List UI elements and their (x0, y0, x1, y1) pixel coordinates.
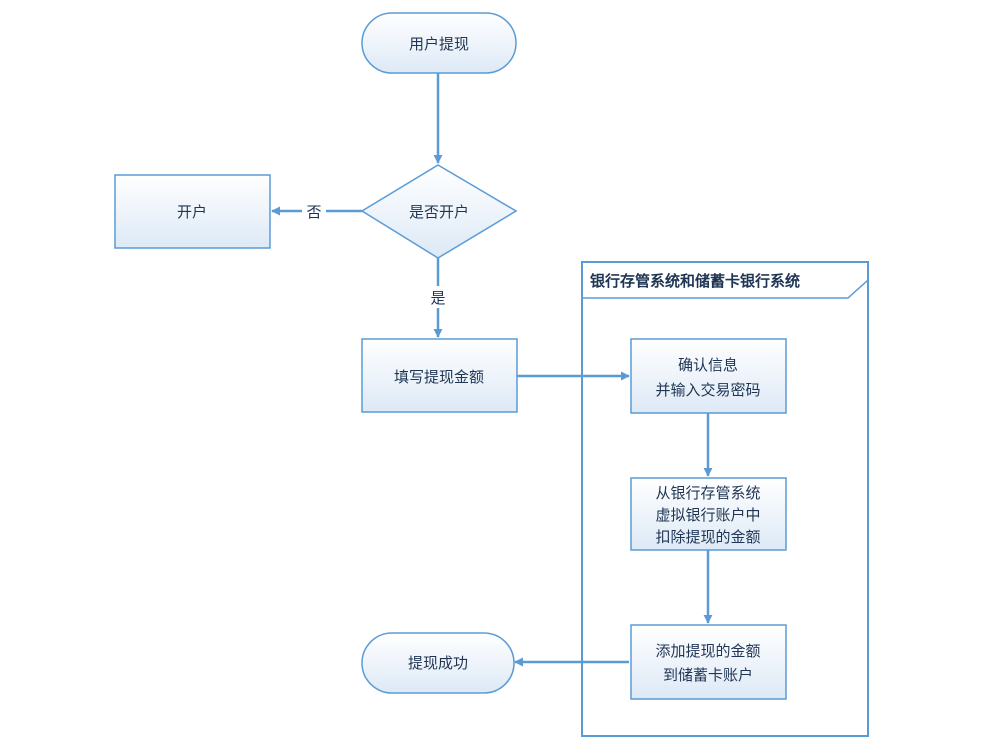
system-frame: 银行存管系统和储蓄卡银行系统 (581, 261, 869, 737)
edge-label-yes: 是 (430, 289, 445, 307)
edge-labels: 否 是 (302, 201, 449, 308)
node-add-amount-line-2: 到储蓄卡账户 (663, 666, 753, 684)
node-start-label: 用户提现 (409, 35, 469, 53)
node-start: 用户提现 (361, 12, 517, 74)
system-frame-title: 银行存管系统和储蓄卡银行系统 (590, 272, 800, 290)
node-deduct-line-2: 虚拟银行账户中 (655, 506, 760, 524)
node-open-account: 开户 (114, 174, 271, 249)
node-add-amount: 添加提现的金额 到储蓄卡账户 (630, 624, 787, 700)
node-confirm-line-2: 并输入交易密码 (655, 381, 760, 399)
node-deduct-line-1: 从银行存管系统 (655, 484, 760, 502)
node-success: 提现成功 (361, 632, 515, 694)
node-add-amount-line-1: 添加提现的金额 (655, 642, 760, 660)
node-confirm-line-1: 确认信息 (678, 356, 738, 374)
node-open-account-label: 开户 (177, 203, 207, 221)
node-deduct-line-3: 扣除提现的金额 (655, 528, 760, 546)
node-decision: 是否开户 (360, 164, 518, 259)
node-decision-label: 是否开户 (409, 203, 469, 221)
node-fill-amount: 填写提现金额 (361, 338, 518, 413)
node-confirm: 确认信息 并输入交易密码 (630, 338, 787, 414)
node-success-label: 提现成功 (408, 654, 468, 672)
node-deduct: 从银行存管系统 虚拟银行账户中 扣除提现的金额 (630, 477, 787, 551)
node-fill-amount-label: 填写提现金额 (394, 368, 484, 386)
edge-label-no: 否 (306, 203, 321, 221)
